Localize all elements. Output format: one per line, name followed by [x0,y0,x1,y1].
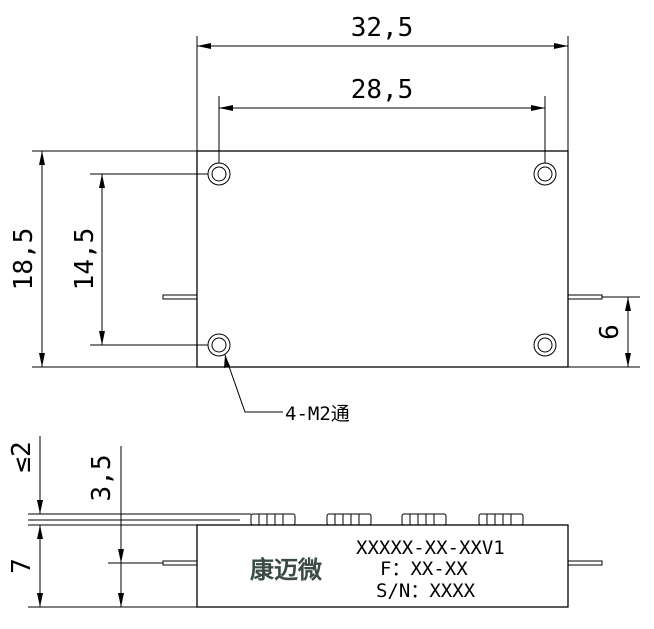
dim-pin-offset-label: 6 [595,324,625,340]
frequency-label: F：XX-XX [380,558,468,580]
top-view: 32,5 28,5 18,5 14,5 [9,13,640,425]
dim-connector-height: ≤2 [7,436,43,514]
dim-pin-offset: 6 [568,296,640,368]
dim-overall-height-label: 18,5 [9,228,39,291]
dim-body-height: 7 [7,525,43,607]
connector-2 [326,513,372,526]
hole-callout: 4-M2通 [224,354,350,425]
side-view: ≤2 3,5 7 康迈微 XXXXX-XX-XXV1 F：XX-XX S/N：X… [7,436,603,608]
dim-hole-pitch-y-label: 14,5 [70,228,100,291]
top-view-body [196,150,569,368]
connector-4 [478,513,524,526]
dim-overall-height: 18,5 [9,150,197,368]
dim-hole-pitch-x: 28,5 [218,75,546,163]
side-view-body [196,524,569,608]
connector-1 [250,513,296,526]
connector-3 [401,513,447,526]
dim-pin-height-label: 3,5 [87,455,117,502]
dim-hole-pitch-x-label: 28,5 [351,75,414,105]
mounting-hole-bottom-left [207,333,231,357]
left-pin [162,294,198,300]
dim-connector-height-label: ≤2 [7,441,37,472]
dim-overall-width-label: 32,5 [351,13,414,43]
mounting-hole-bottom-right [533,333,557,357]
dim-overall-width: 32,5 [196,13,569,151]
mounting-hole-top-left [207,162,231,186]
side-left-pin [162,560,198,566]
side-right-pin [567,560,603,566]
dim-pin-height: 3,5 [87,446,124,607]
model-number: XXXXX-XX-XXV1 [356,537,505,559]
dim-hole-pitch-y: 14,5 [70,173,208,346]
mounting-hole-top-right [533,162,557,186]
dim-body-height-label: 7 [7,558,37,574]
brand-logo: 康迈微 [250,556,322,584]
serial-number: S/N：XXXX [376,580,476,602]
right-pin [567,294,603,300]
hole-callout-label: 4-M2通 [285,403,350,425]
